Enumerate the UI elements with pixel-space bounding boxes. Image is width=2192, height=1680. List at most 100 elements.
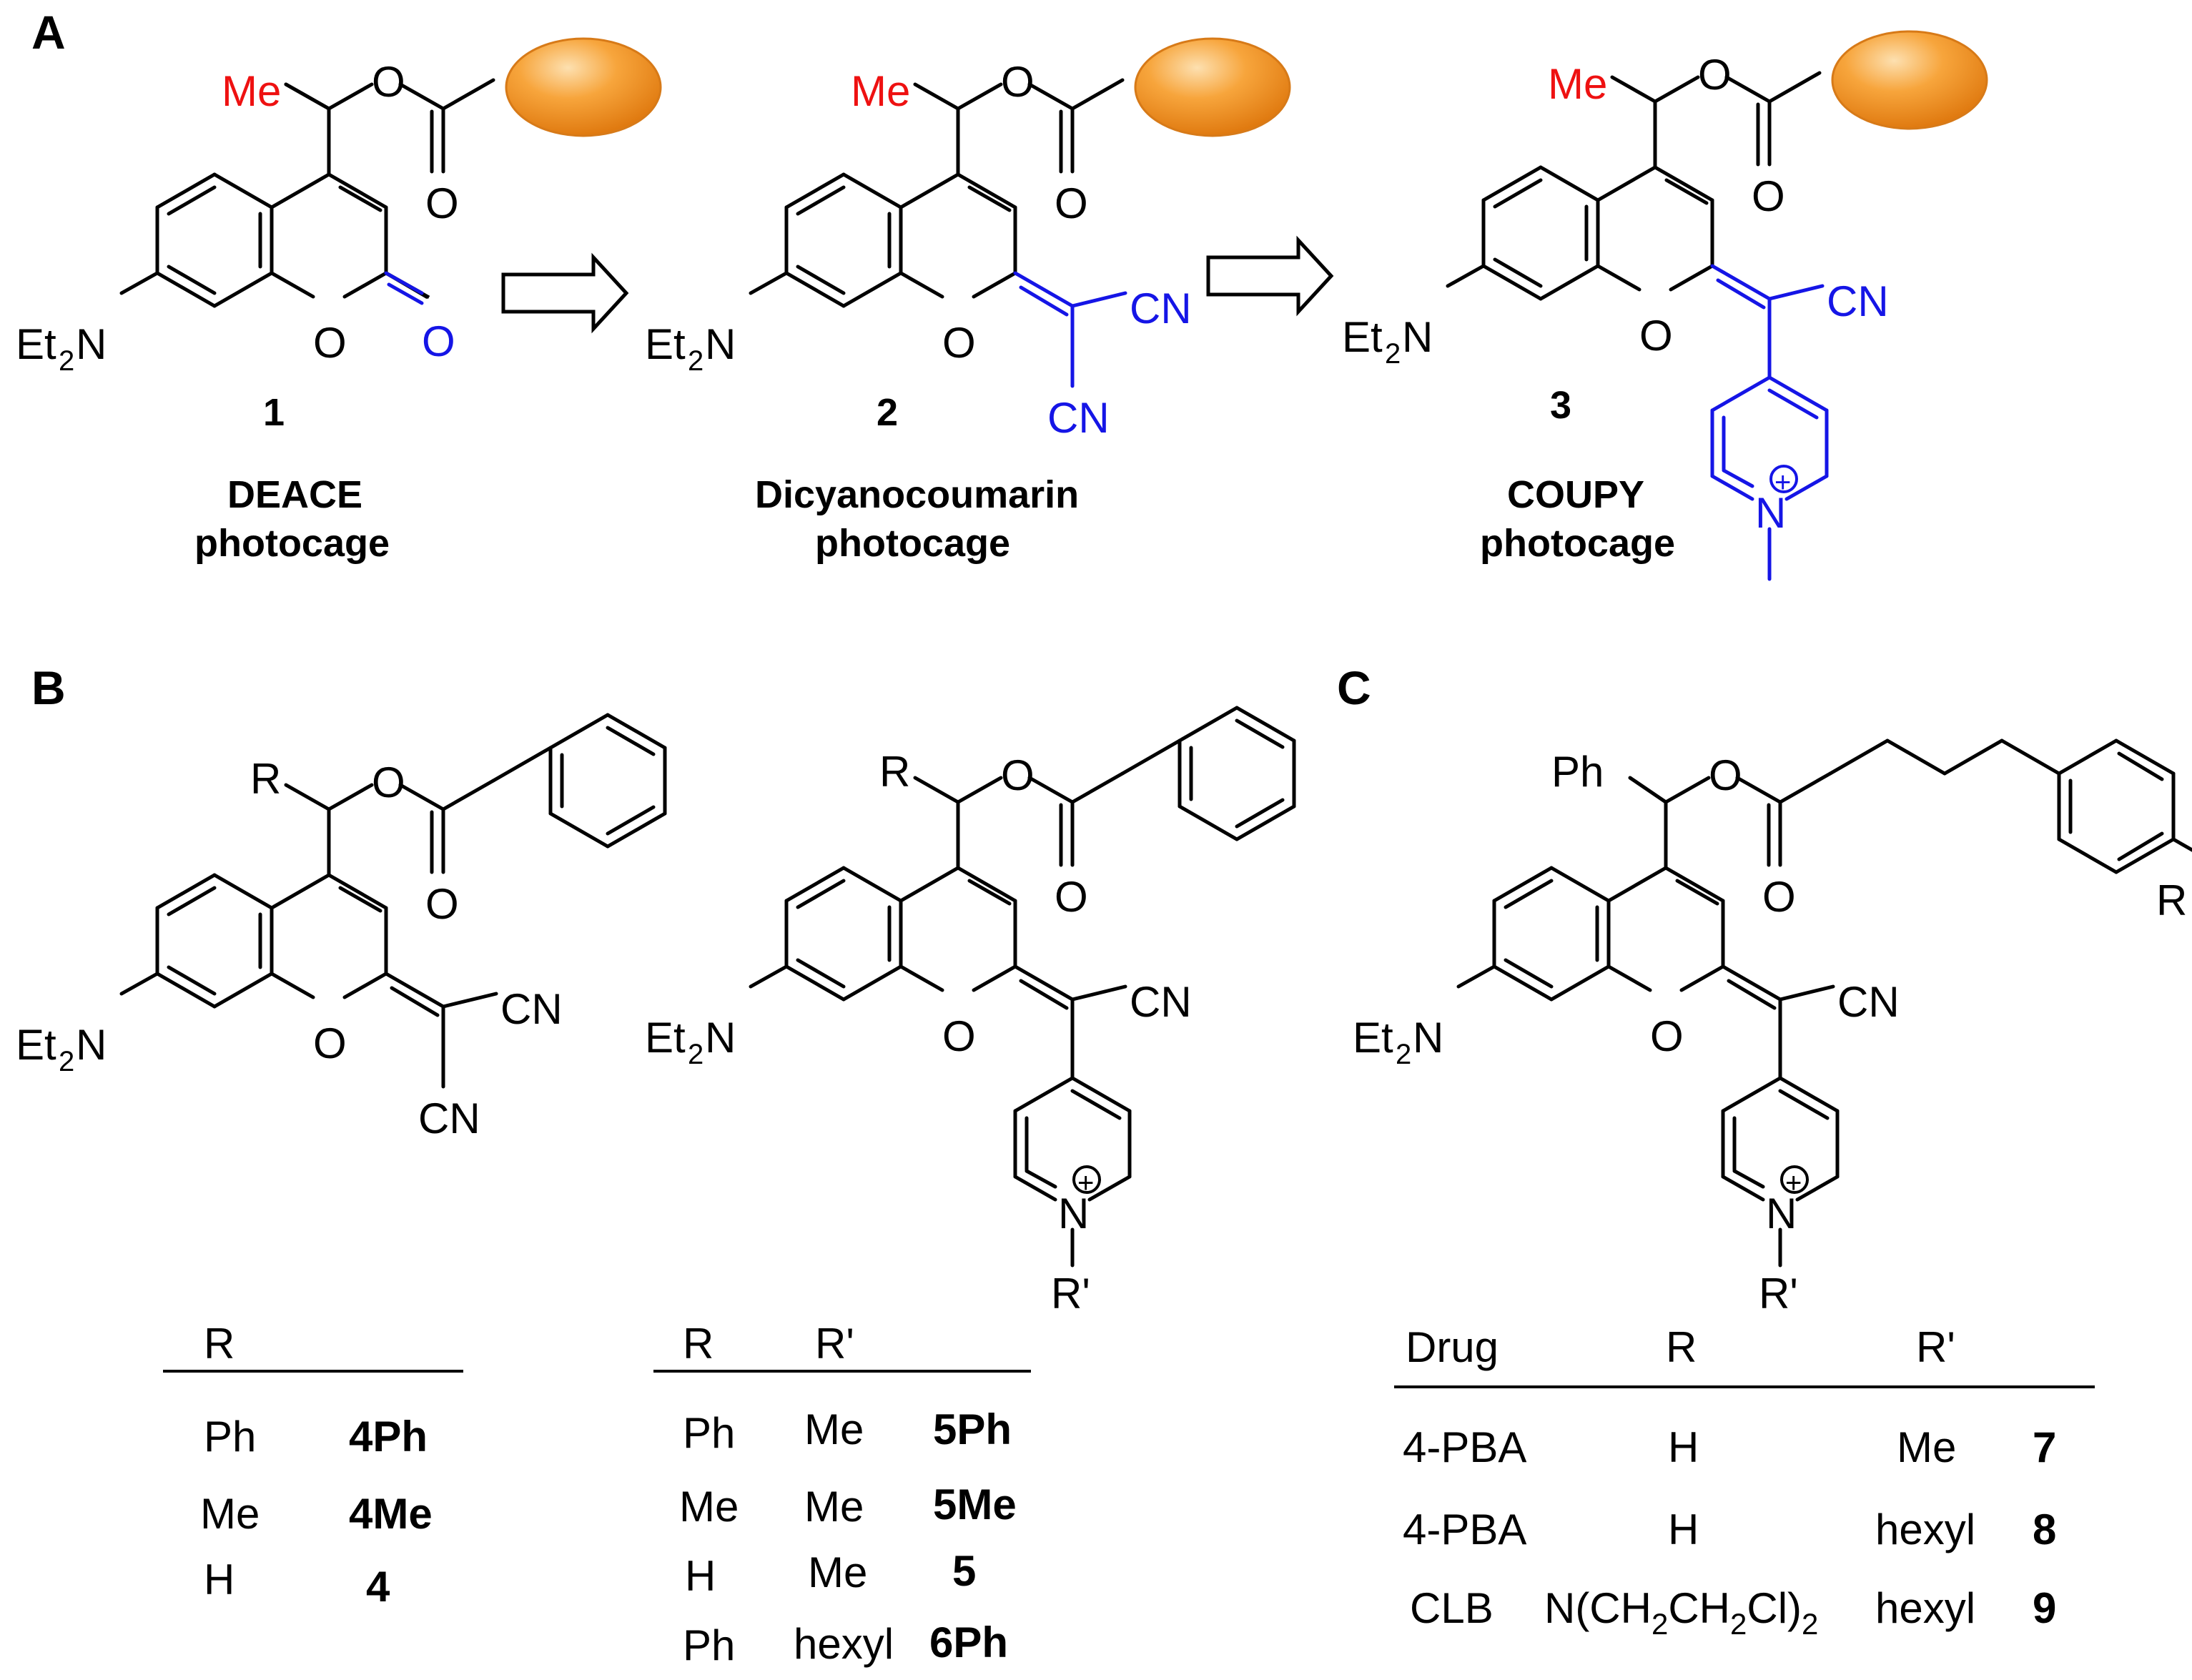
arrow-1: [501, 252, 629, 334]
et-subscript: 2: [688, 345, 703, 377]
table-cell: 4-PBA: [1403, 1423, 1526, 1471]
compound-id: 5Ph: [933, 1405, 1012, 1453]
table-header-r: R: [683, 1320, 714, 1368]
table-cell: Ph: [683, 1621, 735, 1669]
panel-b-label: B: [31, 661, 66, 714]
cyano-label: CN: [1047, 394, 1110, 442]
cyano-label: CN: [418, 1095, 480, 1142]
positive-charge-icon: [1780, 1165, 1809, 1194]
compound-1-name: DEACE: [227, 473, 362, 516]
formula-subscript: 2: [1802, 1607, 1818, 1641]
table-cell: hexyl: [794, 1620, 894, 1668]
cyano-label: CN: [1827, 277, 1889, 325]
methyl-label: Me: [222, 67, 281, 115]
pyridinium-nitrogen: N: [1058, 1190, 1089, 1237]
methyl-label: Me: [851, 67, 910, 115]
phenyl-substituent: Ph: [1551, 748, 1604, 796]
compound-2-structure: Me O O O Et 2 N CN CN: [645, 37, 1291, 442]
cyano-label: CN: [1837, 978, 1900, 1026]
et-label: Et: [16, 1021, 56, 1069]
ester-oxygen: O: [372, 759, 405, 806]
et-subscript: 2: [688, 1039, 703, 1070]
cargo-ellipse-1: [505, 37, 662, 137]
table-c: Drug R R' 4-PBA H Me 7 4-PBA H hexyl 8 C…: [1394, 1323, 2095, 1641]
carbonyl-oxygen: O: [1055, 179, 1088, 227]
table-cell: Me: [804, 1483, 864, 1531]
r-substituent: R: [250, 755, 281, 803]
r-prime-substituent: R': [1759, 1270, 1798, 1318]
ring-oxygen: O: [1639, 312, 1673, 360]
cargo-ellipse-2: [1134, 37, 1291, 137]
compound-5-structure: R O O O Et 2 N CN N + R': [645, 706, 1296, 1318]
compound-id: 4Me: [349, 1490, 433, 1538]
compound-1-atoms: Me O O O O Et 2 N: [16, 58, 459, 377]
compound-4-structure: R O O O Et 2 N CN CN: [16, 713, 667, 1142]
compound-id: 4Ph: [349, 1413, 428, 1461]
formula-subscript: 2: [1730, 1607, 1747, 1641]
panel-a-label: A: [31, 6, 66, 59]
amine-nitrogen: N: [705, 320, 736, 368]
carbonyl-oxygen: O: [425, 880, 459, 928]
et-label: Et: [1353, 1014, 1393, 1062]
pyridinium-nitrogen: N: [1766, 1190, 1797, 1237]
r-substituent: R: [879, 748, 910, 796]
formula-part: CH: [1668, 1584, 1730, 1632]
amine-nitrogen: N: [1413, 1014, 1443, 1062]
table-cell: Me: [200, 1490, 260, 1538]
table-cell: H: [204, 1556, 234, 1604]
carbonyl-oxygen: O: [1752, 172, 1785, 220]
compound-1-fix-bonds: [284, 82, 424, 305]
table-header-r-prime: R': [1916, 1323, 1955, 1371]
compound-3-structure: Me O O O Et 2 N CN N +: [1342, 30, 1988, 581]
compound-id: 5: [952, 1547, 976, 1595]
table-header-r: R: [1666, 1323, 1697, 1371]
et-subscript: 2: [59, 1046, 74, 1077]
carbonyl-oxygen: O: [1055, 873, 1088, 921]
compound-2-name: Dicyanocoumarin: [755, 473, 1079, 516]
plus-sign: +: [1785, 1167, 1802, 1199]
et-subscript: 2: [1396, 1039, 1411, 1070]
compound-id: 7: [2033, 1423, 2056, 1471]
ring-oxygen: O: [313, 319, 347, 367]
compound-3-name: COUPY: [1507, 473, 1644, 516]
table-cell-mustard: N(CH2CH2Cl)2: [1544, 1584, 1818, 1641]
positive-charge-icon: [1072, 1165, 1101, 1194]
pyridinium-nitrogen: N: [1755, 489, 1786, 537]
table-cell: hexyl: [1875, 1506, 1975, 1553]
plus-sign: +: [1774, 467, 1791, 498]
ester-oxygen: O: [372, 58, 405, 106]
amine-nitrogen: N: [76, 320, 107, 368]
formula-part: N(CH: [1544, 1584, 1652, 1632]
compound-7-9-structure: Ph O O O Et 2 N CN N + R' R: [1353, 738, 2192, 1318]
svg-text:N(CH2CH2Cl)2: N(CH2CH2Cl)2: [1544, 1584, 1818, 1641]
compound-1-photocage: photocage: [194, 522, 390, 565]
lactone-oxygen: O: [422, 317, 455, 365]
plus-sign: +: [1077, 1167, 1094, 1199]
ring-oxygen: O: [313, 1019, 347, 1067]
compound-3-number: 3: [1550, 384, 1571, 427]
compound-id: 4: [366, 1563, 390, 1611]
amine-nitrogen: N: [76, 1021, 107, 1069]
table-header-drug: Drug: [1406, 1323, 1499, 1371]
table-cell: Me: [808, 1548, 867, 1596]
r-substituent: R: [2156, 876, 2187, 924]
ester-oxygen: O: [1001, 58, 1035, 106]
compound-id: 6Ph: [929, 1619, 1008, 1666]
compound-3-photocage: photocage: [1480, 522, 1675, 565]
table-cell: Ph: [683, 1409, 735, 1457]
et-label: Et: [1342, 313, 1383, 361]
formula-subscript: 2: [1652, 1607, 1668, 1641]
table-cell: H: [1668, 1506, 1699, 1553]
cargo-ellipse-3: [1831, 30, 1988, 130]
table-cell: Ph: [204, 1413, 256, 1461]
cyano-label: CN: [500, 985, 563, 1033]
et-subscript: 2: [59, 345, 74, 377]
compound-id: 9: [2033, 1584, 2056, 1632]
arrow-2: [1206, 235, 1334, 317]
cyano-label: CN: [1130, 978, 1192, 1026]
ester-oxygen: O: [1001, 751, 1035, 799]
table-cell: H: [1668, 1423, 1699, 1471]
table-cell: 4-PBA: [1403, 1506, 1526, 1553]
table-cell: Me: [804, 1405, 864, 1453]
